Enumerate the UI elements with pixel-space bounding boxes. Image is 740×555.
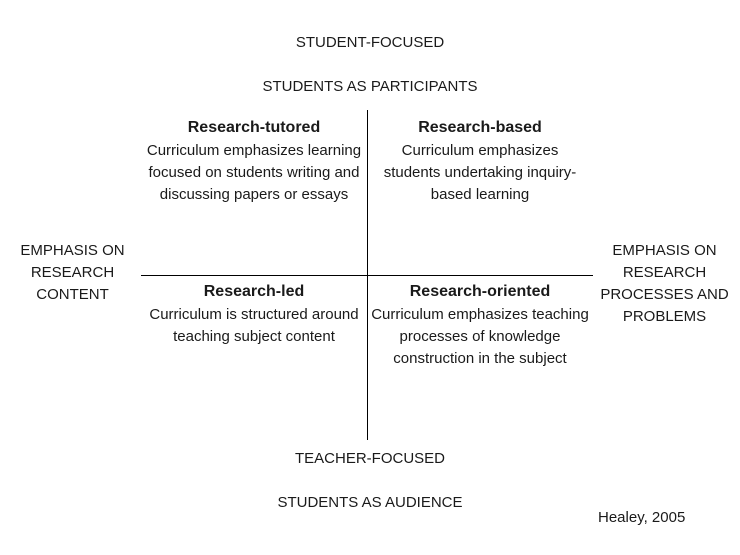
quadrant-research-oriented: Research-oriented Curriculum emphasizes … xyxy=(370,280,590,370)
quadrant-research-tutored: Research-tutored Curriculum emphasizes l… xyxy=(145,116,363,206)
quadrant-research-led: Research-led Curriculum is structured ar… xyxy=(145,280,363,348)
vertical-axis-line xyxy=(367,110,368,440)
quadrant-description: Curriculum is structured around teaching… xyxy=(149,306,359,345)
axis-label-top-primary: STUDENT-FOCUSED xyxy=(295,34,445,51)
axis-label-bottom-secondary: STUDENTS AS AUDIENCE xyxy=(277,494,463,511)
quadrant-title: Research-led xyxy=(203,283,305,300)
axis-label-left: EMPHASIS ON RESEARCH CONTENT xyxy=(20,242,125,303)
quadrant-title: Research-oriented xyxy=(409,283,551,300)
axis-label-top-secondary: STUDENTS AS PARTICIPANTS xyxy=(262,78,478,95)
axis-label-right: EMPHASIS ON RESEARCH PROCESSES AND PROBL… xyxy=(600,242,729,325)
quadrant-research-based: Research-based Curriculum emphasizes stu… xyxy=(375,116,585,206)
axis-label-bottom-primary: TEACHER-FOCUSED xyxy=(294,450,445,467)
citation: Healey, 2005 xyxy=(598,509,686,526)
quadrant-title: Research-tutored xyxy=(187,119,321,136)
quadrant-description: Curriculum emphasizes students undertaki… xyxy=(383,142,577,203)
quadrant-title: Research-based xyxy=(418,119,542,136)
quadrant-description: Curriculum emphasizes learning focused o… xyxy=(146,142,362,203)
quadrant-description: Curriculum emphasizes teaching processes… xyxy=(371,306,589,367)
